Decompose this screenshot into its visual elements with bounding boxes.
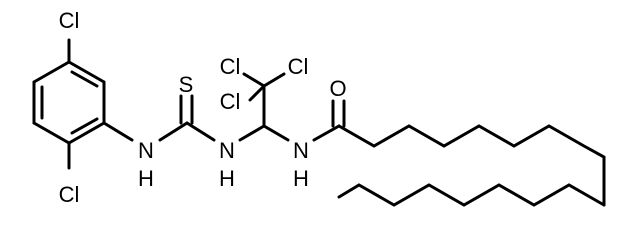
atom-nh-right-h: H bbox=[293, 166, 309, 191]
ring-double-bond-b bbox=[70, 117, 99, 135]
bond-ch-nh-right bbox=[262, 124, 290, 142]
atom-nh-left-n: N bbox=[138, 138, 154, 163]
atom-o-carbonyl: O bbox=[329, 76, 346, 101]
bond-nh-left-thio-c bbox=[158, 121, 189, 142]
atom-nh-left-h: H bbox=[138, 166, 154, 191]
atom-cl-ring-bottom: Cl bbox=[59, 182, 80, 207]
alkyl-chain-lower bbox=[337, 183, 606, 207]
ring-bond-1 bbox=[67, 60, 106, 84]
atom-cl-top-left: Cl bbox=[220, 54, 241, 79]
atom-nh-mid-h: H bbox=[219, 166, 235, 191]
atom-s-thio: S bbox=[179, 72, 194, 97]
chemical-structure: Cl Cl N H S N H Cl Cl Cl N H O bbox=[32, 8, 606, 207]
bond-ccl3-cl-top-left bbox=[242, 72, 266, 88]
atom-nh-right-n: N bbox=[293, 138, 309, 163]
bond-thio-c-nh-mid bbox=[185, 121, 216, 142]
ring-bond-3 bbox=[67, 121, 106, 145]
ring-bond-6 bbox=[32, 60, 71, 84]
bond-ccl3-cl-mid bbox=[248, 84, 266, 102]
bond-ccl3-cl-top-right bbox=[262, 72, 286, 88]
bond-ring-nh-left bbox=[102, 121, 134, 142]
dichlorophenyl-ring bbox=[32, 60, 106, 145]
bond-nh-mid-ch bbox=[238, 124, 266, 142]
ring-bond-4 bbox=[32, 121, 71, 145]
atom-cl-top-right: Cl bbox=[288, 54, 309, 79]
alkyl-chain-upper bbox=[337, 124, 606, 207]
ring-double-bond-a bbox=[70, 70, 99, 88]
atom-cl-mid: Cl bbox=[220, 89, 241, 114]
bond-nh-right-carbonyl bbox=[312, 124, 341, 142]
atom-cl-ring-top: Cl bbox=[59, 8, 80, 33]
atom-nh-mid-n: N bbox=[219, 138, 235, 163]
